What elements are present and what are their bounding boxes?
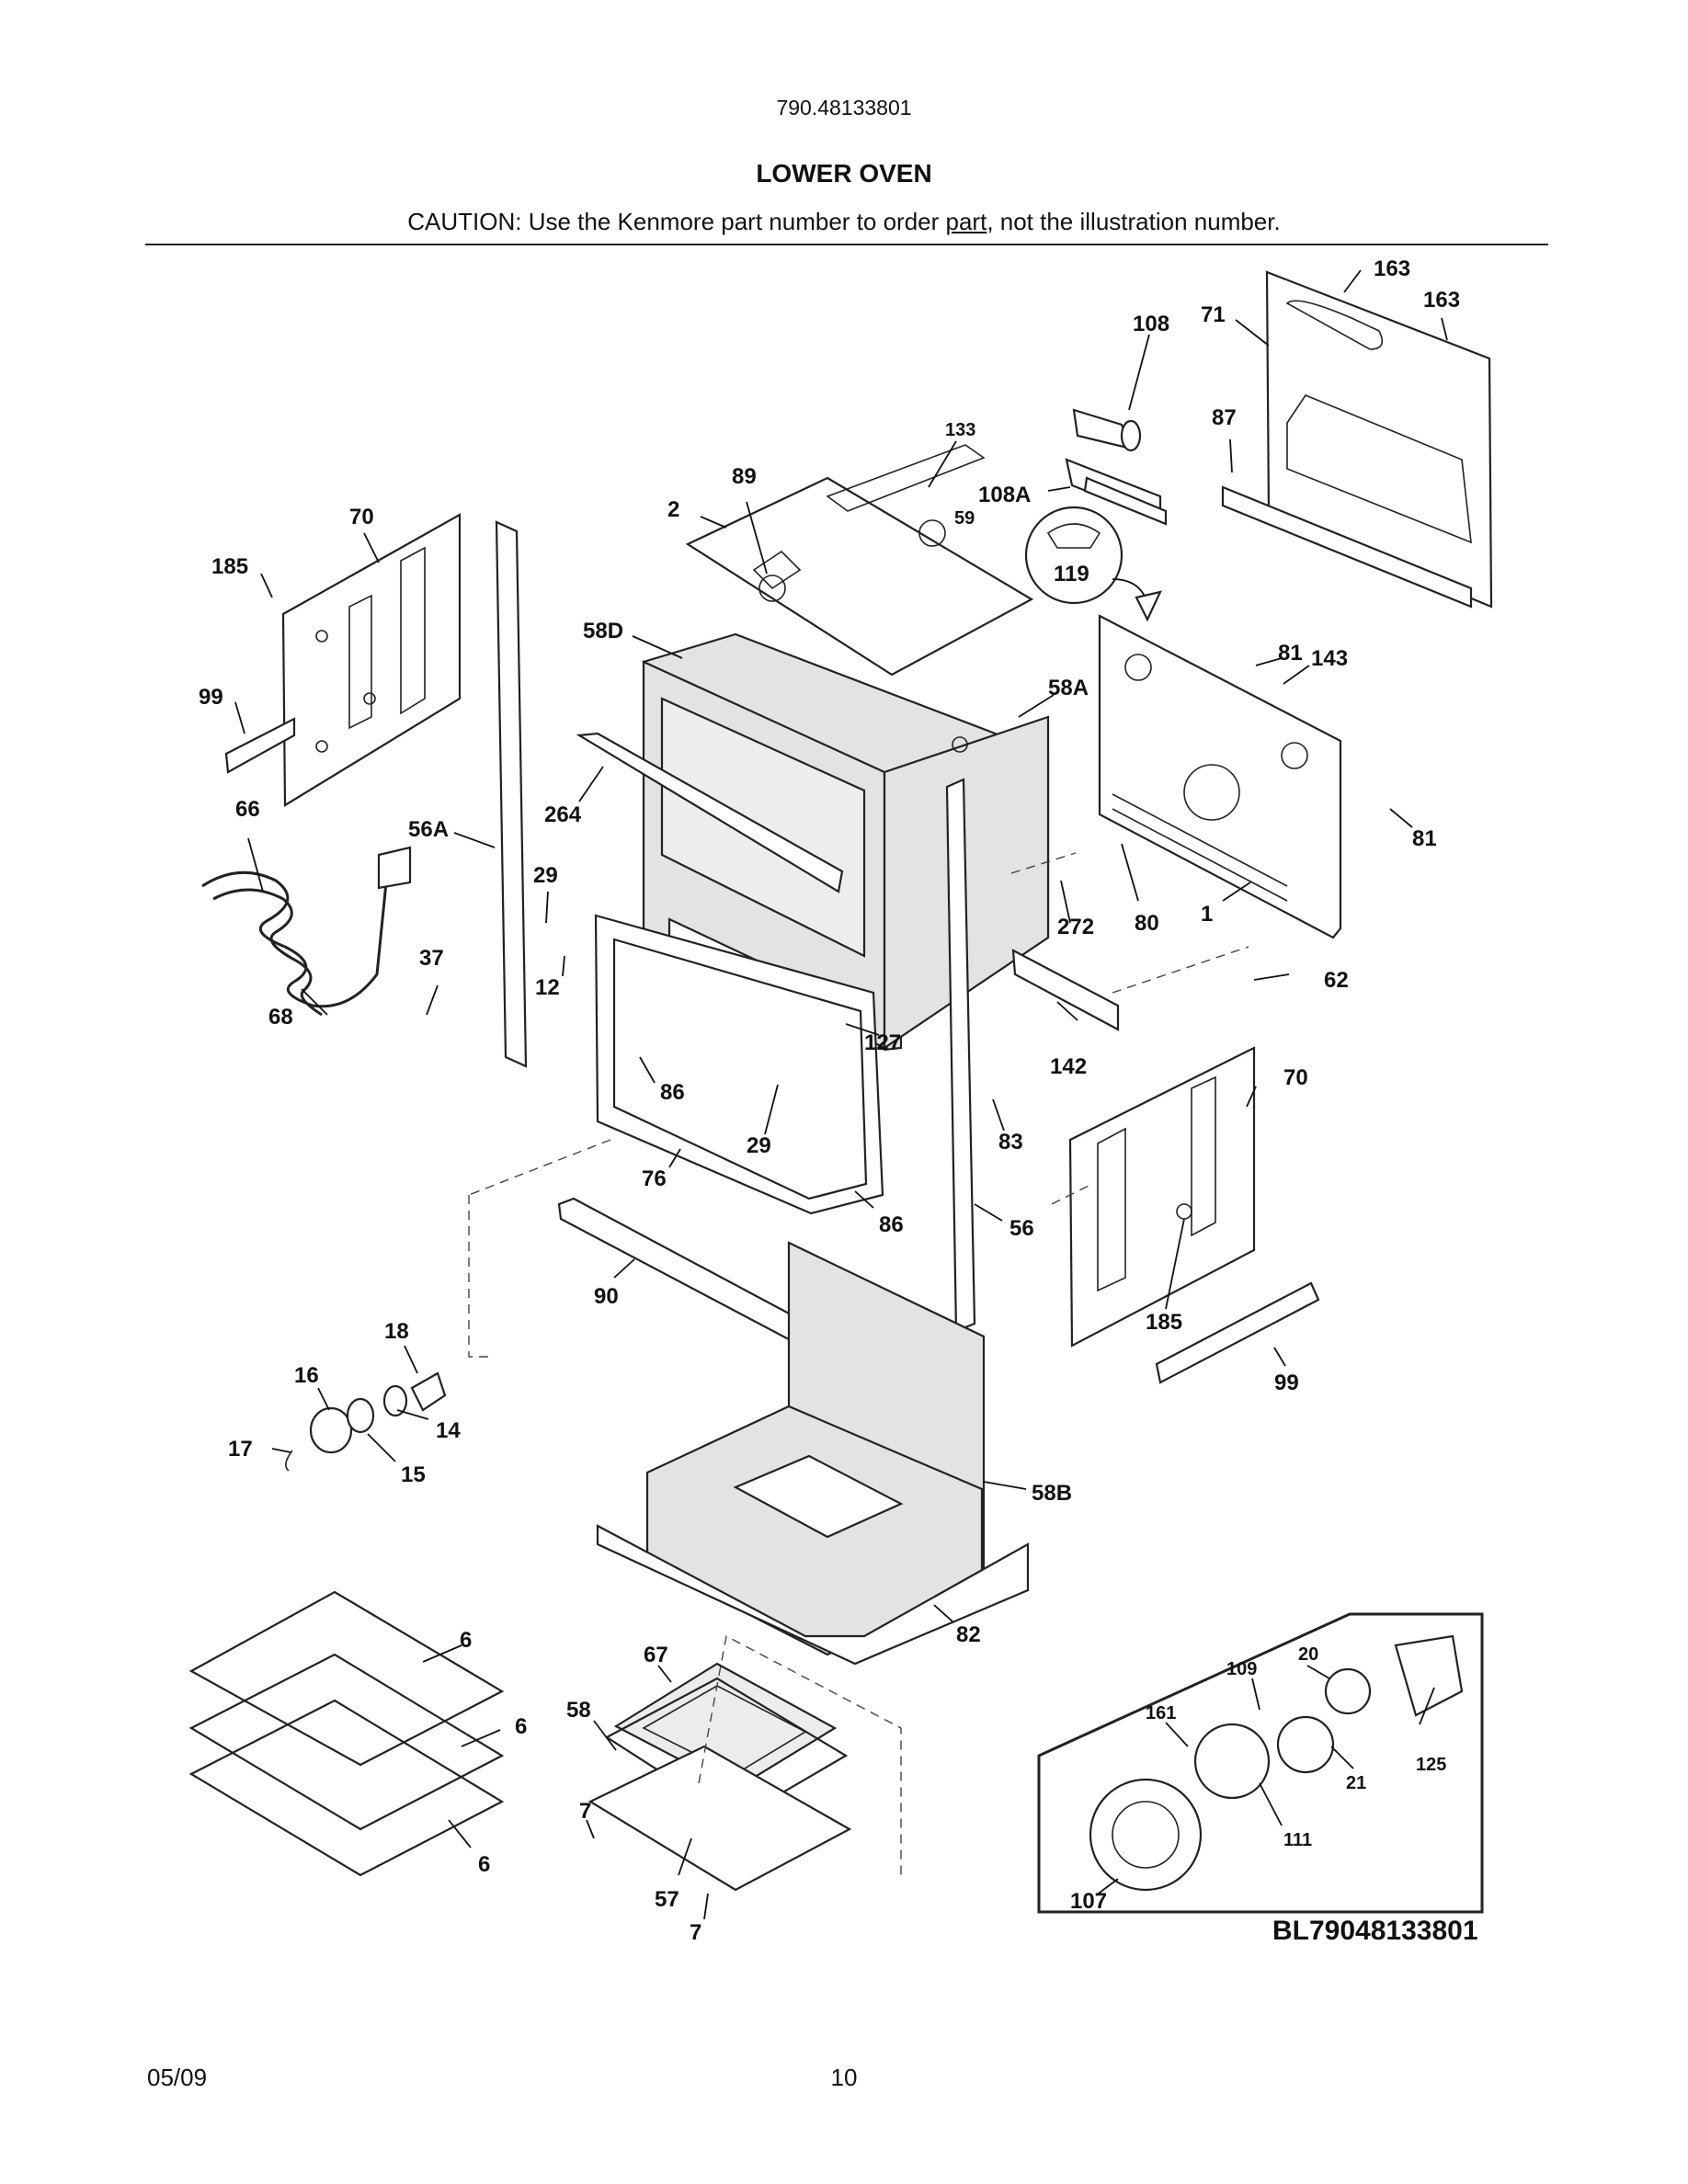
callout-90: 90 xyxy=(594,1284,619,1309)
callout-21: 21 xyxy=(1346,1773,1366,1793)
model-number: 790.48133801 xyxy=(776,96,912,119)
lamp-assembly-part xyxy=(285,1371,447,1472)
rear-panel-part xyxy=(1221,270,1493,609)
callout-109: 109 xyxy=(1226,1659,1257,1679)
callout-6: 6 xyxy=(478,1852,490,1877)
callout-68: 68 xyxy=(268,1005,293,1029)
callout-66: 66 xyxy=(235,797,260,822)
callout-81: 81 xyxy=(1412,826,1437,851)
callout-272: 272 xyxy=(1057,915,1094,939)
callout-125: 125 xyxy=(1416,1755,1446,1775)
callout-12: 12 xyxy=(535,975,560,1000)
callout-81: 81 xyxy=(1278,641,1303,665)
header-divider xyxy=(145,244,1548,245)
callout-111: 111 xyxy=(1283,1830,1312,1850)
right-side-panel-part xyxy=(1068,1046,1320,1384)
page-title: LOWER OVEN xyxy=(756,159,932,188)
callout-58: 58 xyxy=(566,1698,591,1723)
callout-108: 108 xyxy=(1133,312,1169,336)
callout-163: 163 xyxy=(1374,256,1410,281)
callout-185: 185 xyxy=(211,554,248,579)
callout-20: 20 xyxy=(1298,1644,1318,1665)
caution-text-after: , not the illustration number. xyxy=(987,208,1281,235)
callout-80: 80 xyxy=(1135,911,1159,936)
callout-1: 1 xyxy=(1201,902,1213,927)
callout-17: 17 xyxy=(228,1437,253,1462)
top-plate-part xyxy=(685,444,1034,677)
callout-15: 15 xyxy=(401,1462,426,1487)
callout-57: 57 xyxy=(655,1887,679,1912)
caution-text-underlined: part xyxy=(945,208,987,235)
callout-58b: 58B xyxy=(1032,1481,1072,1506)
callout-29: 29 xyxy=(747,1133,771,1158)
callout-86: 86 xyxy=(660,1080,685,1105)
callout-6: 6 xyxy=(515,1714,527,1739)
diagram-id: BL79048133801 xyxy=(1272,1916,1478,1946)
thermostat-detail xyxy=(1024,506,1162,622)
callout-82: 82 xyxy=(956,1622,981,1647)
callout-58d: 58D xyxy=(583,619,623,643)
control-panel-part xyxy=(1098,614,1342,939)
callout-leaders xyxy=(234,269,1448,1920)
callout-107: 107 xyxy=(1070,1889,1107,1914)
callout-2: 2 xyxy=(667,497,679,522)
support-bracket-part xyxy=(1011,949,1120,1031)
callout-86: 86 xyxy=(879,1212,904,1237)
page-number: 10 xyxy=(830,2064,858,2091)
callout-89: 89 xyxy=(732,464,757,489)
callout-87: 87 xyxy=(1212,405,1237,430)
bottom-insulation-part xyxy=(645,1241,986,1656)
callout-70: 70 xyxy=(1283,1065,1308,1090)
callout-127: 127 xyxy=(864,1030,901,1055)
callout-83: 83 xyxy=(998,1130,1023,1155)
callout-56a: 56A xyxy=(408,817,449,842)
oven-racks-part xyxy=(188,1590,505,1877)
callout-62: 62 xyxy=(1324,968,1349,993)
callout-6: 6 xyxy=(460,1628,472,1653)
vent-strip-part xyxy=(576,732,844,893)
lower-trim-part xyxy=(557,1197,820,1357)
callout-70: 70 xyxy=(349,505,374,529)
door-frame-part xyxy=(594,914,884,1215)
footer-date: 05/09 xyxy=(147,2064,208,2091)
convection-fan-inset xyxy=(1037,1612,1484,1914)
callout-37: 37 xyxy=(419,946,444,971)
callout-99: 99 xyxy=(199,685,223,710)
caution-note: CAUTION: Use the Kenmore part number to … xyxy=(0,208,1688,236)
callout-labels: 163 163 71 108 87 133 108A 89 2 59 119 7… xyxy=(199,256,1460,1945)
hidden-bake-element-part xyxy=(587,1662,852,1892)
left-side-panel-part xyxy=(224,513,462,807)
callout-76: 76 xyxy=(642,1166,667,1191)
callout-99: 99 xyxy=(1274,1371,1299,1395)
callout-18: 18 xyxy=(384,1319,409,1344)
callout-133: 133 xyxy=(945,420,975,440)
callout-67: 67 xyxy=(644,1643,668,1667)
callout-29: 29 xyxy=(533,863,558,888)
callout-161: 161 xyxy=(1146,1703,1176,1723)
callout-119: 119 xyxy=(1054,562,1089,586)
callout-56: 56 xyxy=(1009,1216,1034,1241)
callout-16: 16 xyxy=(294,1363,319,1388)
callout-143: 143 xyxy=(1311,646,1348,671)
callout-7: 7 xyxy=(579,1799,591,1824)
caution-text-before: CAUTION: Use the Kenmore part number to … xyxy=(407,208,946,235)
blower-part xyxy=(1065,408,1168,526)
left-rail-part xyxy=(495,520,528,1068)
right-rail-part xyxy=(945,778,976,1333)
callout-71: 71 xyxy=(1201,302,1226,327)
callout-264: 264 xyxy=(544,802,582,827)
callout-58a: 58A xyxy=(1048,676,1089,700)
callout-59: 59 xyxy=(954,508,975,529)
callout-185: 185 xyxy=(1146,1310,1182,1335)
bake-element-part xyxy=(201,846,412,1017)
callout-7: 7 xyxy=(690,1920,701,1945)
callout-163: 163 xyxy=(1423,288,1460,313)
assembly-guide-lines xyxy=(468,852,1249,1875)
callout-14: 14 xyxy=(436,1418,461,1443)
callout-108a: 108A xyxy=(978,483,1031,507)
callout-142: 142 xyxy=(1050,1054,1087,1079)
bottom-pan-part xyxy=(596,1524,1030,1666)
